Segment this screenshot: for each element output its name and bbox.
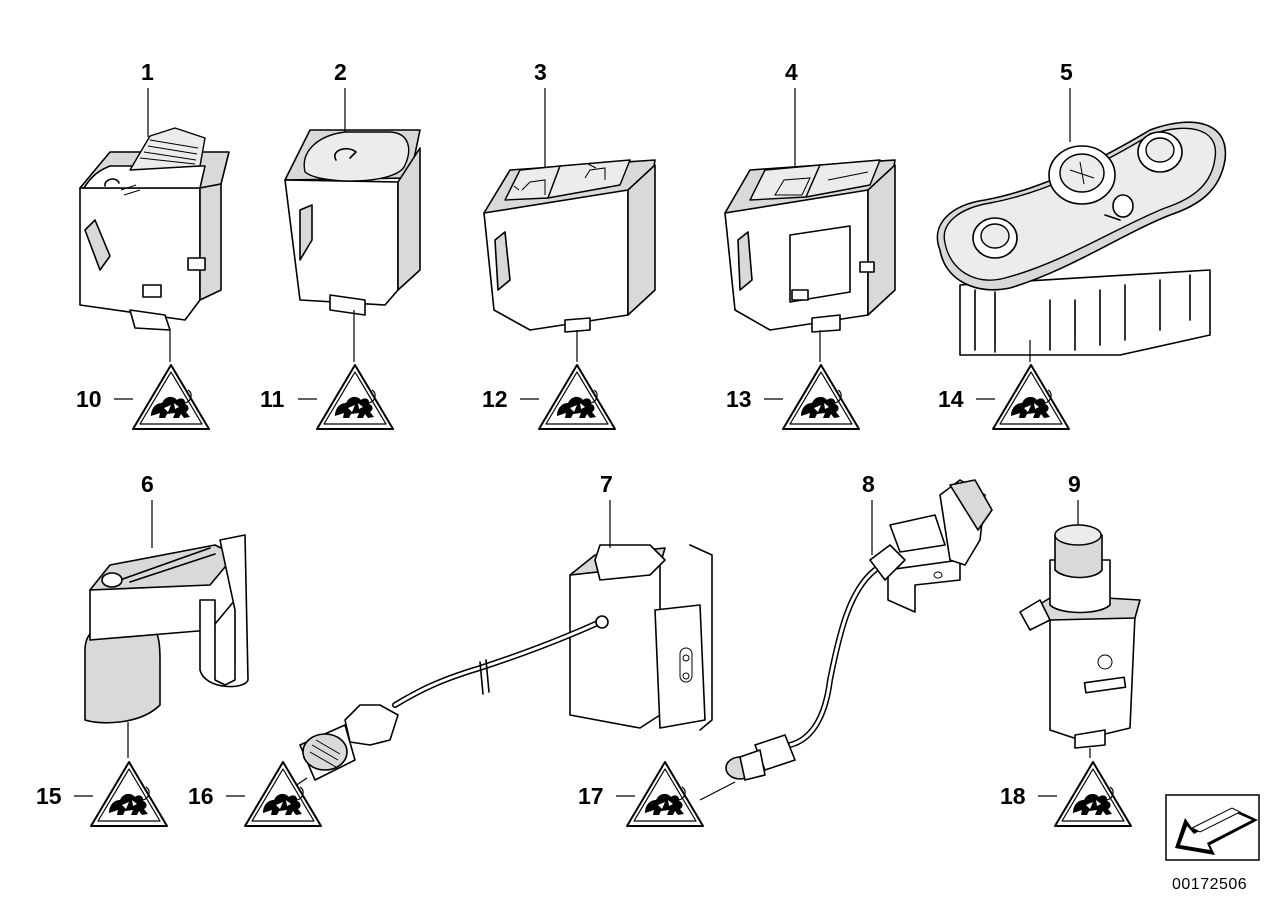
warning-icon-13 [782, 364, 860, 430]
warning-icon-15 [90, 761, 168, 827]
part-number-14: 14 [938, 386, 964, 412]
part-number-5: 5 [1060, 59, 1073, 85]
warning-icon-17 [626, 761, 704, 827]
part-7-sensor-with-cable: 7 16 [188, 471, 713, 827]
part-number-12: 12 [482, 386, 508, 412]
part-number-17: 17 [578, 783, 604, 809]
part-5-seat-heating-switch-panel: 5 14 [936, 59, 1227, 430]
part-number-6: 6 [141, 471, 154, 497]
part-number-16: 16 [188, 783, 214, 809]
part-number-10: 10 [76, 386, 102, 412]
part-number-8: 8 [862, 471, 875, 497]
part-number-13: 13 [726, 386, 752, 412]
part-6-switch: 6 15 [36, 471, 249, 827]
diagram-code: 00172506 [1172, 876, 1247, 893]
part-number-3: 3 [534, 59, 547, 85]
warning-icon-18 [1054, 761, 1132, 827]
part-number-7: 7 [600, 471, 613, 497]
warning-icon-12 [538, 364, 616, 430]
part-number-4: 4 [785, 59, 798, 85]
part-2-push-switch: 2 11 [260, 59, 421, 430]
part-9-plunger-switch: 9 18 [1000, 471, 1141, 827]
part-1-rocker-switch: 1 10 [76, 59, 230, 430]
part-8-switch-with-cable: 8 17 [578, 471, 993, 827]
warning-icon-11 [316, 364, 394, 430]
part-number-18: 18 [1000, 783, 1026, 809]
navigation-arrow-box: 00172506 [1165, 794, 1260, 893]
part-number-15: 15 [36, 783, 62, 809]
warning-icon-14 [992, 364, 1070, 430]
part-number-9: 9 [1068, 471, 1081, 497]
part-3-dual-switch: 3 12 [482, 59, 656, 430]
part-number-11: 11 [260, 386, 285, 412]
part-number-1: 1 [141, 59, 154, 85]
part-4-switch: 4 13 [724, 59, 896, 430]
warning-icon-10 [132, 364, 210, 430]
warning-icon-16 [244, 761, 322, 827]
part-number-2: 2 [334, 59, 347, 85]
